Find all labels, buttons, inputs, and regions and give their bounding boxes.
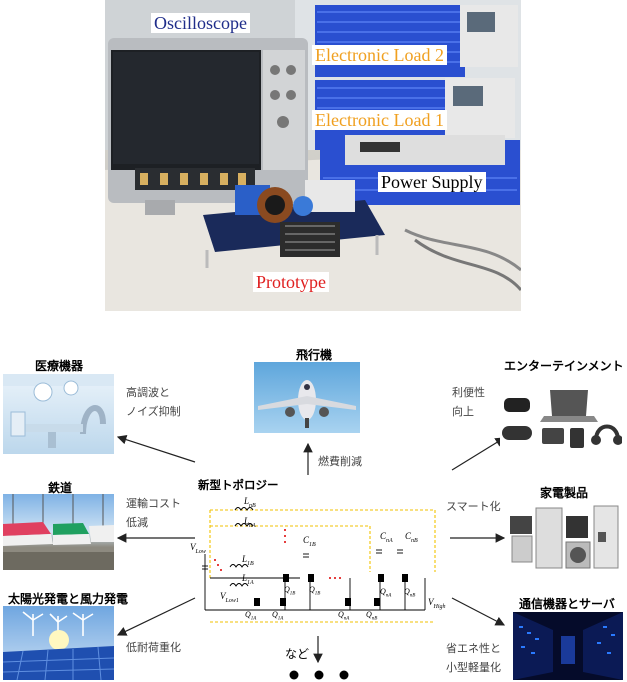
label-V-low1: VLow1 [220,591,239,604]
oscilloscope-device [108,38,308,215]
electronic-load-2-label: Electronic Load 2 [312,45,447,65]
label-Q-nA-H: QnA [380,587,392,599]
label-Q-nA-L: QnA [338,610,350,622]
electronic-load-2-device [315,5,518,77]
label-C-nB: CnB [405,531,418,544]
new-topology-title: 新型トポロジー [198,478,279,492]
prototype-label: Prototype [253,272,329,292]
label-L-nA: LnA [244,516,256,529]
arrow-to-telecom [451,597,506,626]
label-C-nA: CnA [380,531,393,544]
appliances-annotation: スマート化 [446,500,501,513]
server-room-image [513,612,623,680]
label-L-1B: L1B [242,554,254,567]
railway-image [3,494,114,570]
entertainment-annotation-line-1: 利便性 [452,386,485,399]
label-V-low: VLow [190,542,206,555]
arrow-to-renewable [116,597,196,636]
railway-category-label: 鉄道 [48,481,73,495]
aircraft-image [254,362,360,433]
renewable-annotation: 低耐荷重化 [126,641,181,654]
electronic-load-1-label: Electronic Load 1 [312,110,447,130]
entertainment-annotation: 利便性 向上 [452,383,485,421]
label-V-high: VHigh [428,597,446,610]
appliances-image [508,502,622,574]
renewable-category-label: 太陽光発電と風力発電 [8,592,129,606]
aircraft-category-label: 飛行機 [296,348,333,362]
circuit-diagram: LnB LnA C1B CnA CnB L1B L1A VLow VLow1 V… [190,492,450,630]
power-supply-label: Power Supply [378,172,486,192]
label-Q-1A-H: Q1A [272,610,284,622]
medical-equipment-image [3,374,114,454]
label-L-nB: LnB [244,496,256,509]
label-C-1B: C1B [303,535,316,548]
ellipsis-dots [289,670,349,680]
medical-category-label: 医療機器 [35,359,84,373]
aircraft-annotation: 燃費削減 [318,455,362,468]
arrow-to-medical [116,435,196,463]
label-Q-1B-L: Q1B [309,585,321,597]
railway-annotation-line-2: 低減 [126,516,148,529]
entertainment-category-label: エンターテインメント [504,359,624,373]
circuit-wiring [202,507,436,623]
medical-annotation-line-2: ノイズ抑制 [126,405,181,418]
telecom-annotation: 省エネ性と 小型軽量化 [446,639,501,677]
lab-setup-photo: Oscilloscope Electronic Load 2 Electroni… [105,0,521,311]
renewable-energy-image [3,606,114,680]
arrow-to-entertainment [451,437,506,471]
telecom-annotation-line-1: 省エネ性と [446,642,501,655]
label-Q-nB-L: QnB [366,610,378,622]
label-Q-1B-H: Q1B [284,585,296,597]
oscilloscope-label: Oscilloscope [151,13,250,33]
entertainment-annotation-line-2: 向上 [452,405,474,418]
medical-annotation-line-1: 高調波と [126,386,170,399]
label-Q-nB-H: QnB [404,587,416,599]
telecom-annotation-line-2: 小型軽量化 [446,661,501,674]
railway-annotation: 運輸コスト 低減 [126,494,181,532]
entertainment-image [500,378,622,453]
medical-annotation: 高調波と ノイズ抑制 [126,383,181,421]
appliances-category-label: 家電製品 [540,486,589,500]
telecom-category-label: 通信機器とサーバ [519,597,615,611]
railway-annotation-line-1: 運輸コスト [126,497,181,510]
label-Q-1A-L: Q1A [245,610,257,622]
label-L-1A: L1A [242,573,254,586]
prototype-board [203,180,385,268]
etc-label: など [285,647,310,661]
